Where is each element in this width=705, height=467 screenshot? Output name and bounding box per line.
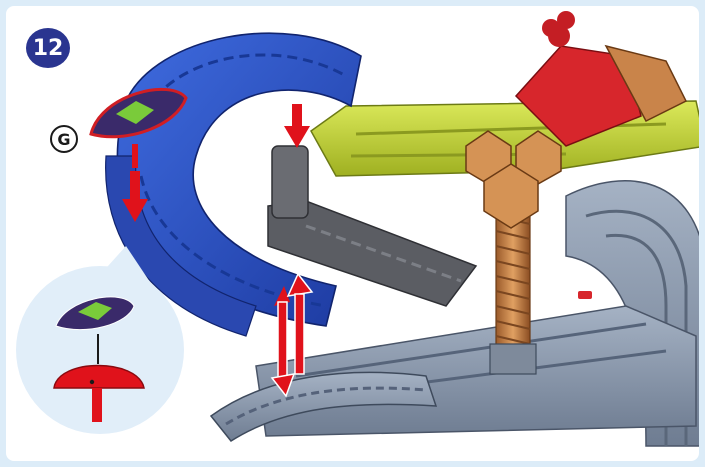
zoom-detail [6, 6, 705, 467]
red-mount-piece [54, 366, 144, 423]
part-label-g: G [50, 125, 78, 153]
step-number-badge: 12 [26, 28, 70, 68]
sticker-detail [56, 297, 134, 330]
